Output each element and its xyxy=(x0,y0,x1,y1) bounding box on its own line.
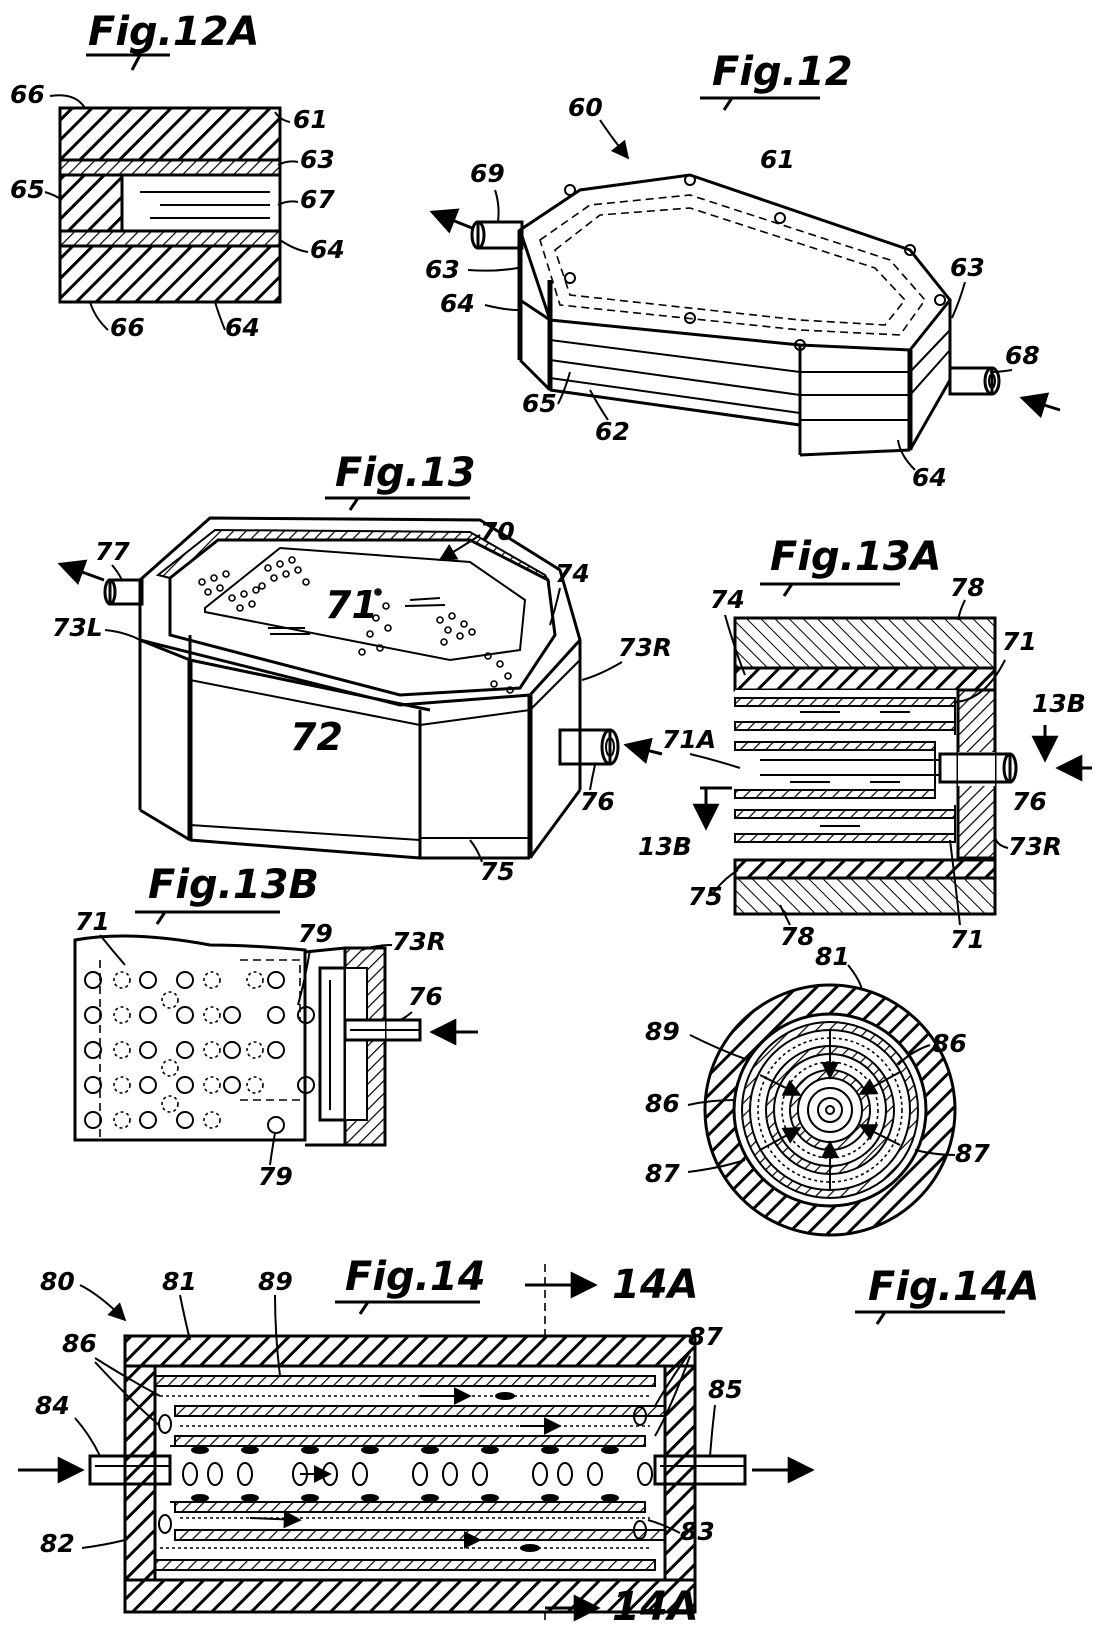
fig12: Fig.12 xyxy=(425,49,1061,492)
fig12-label-61: 61 xyxy=(760,145,795,174)
fig13-label-73L: 73L xyxy=(52,613,103,642)
fig13a-title: Fig.13A xyxy=(770,534,941,580)
fig14-label-14A-top: 14A xyxy=(612,1262,699,1308)
fig14-label-86: 86 xyxy=(62,1329,97,1358)
fig12-label-68: 68 xyxy=(1005,341,1040,370)
fig14-label-83: 83 xyxy=(680,1517,715,1546)
fig14-label-81: 81 xyxy=(162,1267,197,1296)
fig12-label-69: 69 xyxy=(470,159,505,188)
fig13b-label-73R: 73R xyxy=(392,927,446,956)
fig13b-label-79-top: 79 xyxy=(298,919,333,948)
fig13: Fig.13 xyxy=(52,450,672,886)
fig12-label-63-right: 63 xyxy=(950,253,985,282)
fig13a: Fig.13A 78 xyxy=(638,534,1092,954)
fig13a-label-71A: 71A xyxy=(662,725,716,754)
fig14a-title: Fig.14A xyxy=(868,1264,1039,1310)
fig13a-label-73R: 73R xyxy=(1008,832,1062,861)
fig14a-label-86-right: 86 xyxy=(932,1029,967,1058)
fig13a-label-71-top: 71 xyxy=(1002,627,1037,656)
fig13-label-71: 71 xyxy=(325,583,378,627)
fig14a-label-87-left: 87 xyxy=(645,1159,680,1188)
fig13-label-72: 72 xyxy=(290,715,343,759)
fig13a-label-74: 74 xyxy=(710,585,745,614)
fig13a-label-78-bottom: 78 xyxy=(780,922,815,951)
fig13-label-70: 70 xyxy=(480,517,515,546)
fig14-label-84: 84 xyxy=(35,1391,70,1420)
fig13-title: Fig.13 xyxy=(335,450,476,496)
fig12a-label-64-right: 64 xyxy=(310,235,345,264)
fig12a-label-61: 61 xyxy=(293,105,328,134)
fig12a-label-66-top: 66 xyxy=(10,80,45,109)
fig12a-label-64-bottom: 64 xyxy=(225,313,260,342)
fig14: Fig.14 xyxy=(18,1254,815,1625)
fig13b: Fig.13B 71 79 73R xyxy=(73,862,478,1191)
fig14-label-82: 82 xyxy=(40,1529,75,1558)
fig14-title: Fig.14 xyxy=(345,1254,486,1300)
fig13a-label-78-top: 78 xyxy=(950,573,985,602)
fig12a-label-65: 65 xyxy=(10,175,45,204)
fig12a-label-63: 63 xyxy=(300,145,335,174)
fig12a-label-66-bottom: 66 xyxy=(110,313,145,342)
fig12-label-60: 60 xyxy=(568,93,603,122)
fig14a-label-89: 89 xyxy=(645,1017,680,1046)
fig12a-title: Fig.12A xyxy=(88,9,259,55)
fig13b-label-76: 76 xyxy=(408,982,443,1011)
fig14-label-87: 87 xyxy=(688,1322,723,1351)
fig14a-label-87-right: 87 xyxy=(955,1139,990,1168)
fig14a: 81 89 86 86 87 87 Fig.14A xyxy=(645,942,1039,1325)
fig14a-label-81: 81 xyxy=(815,942,850,971)
fig13a-label-71-bottom: 71 xyxy=(950,925,985,954)
fig12a-label-67: 67 xyxy=(300,185,335,214)
fig13-label-74: 74 xyxy=(555,559,590,588)
fig13a-label-76: 76 xyxy=(1012,787,1047,816)
fig12-label-62: 62 xyxy=(595,417,630,446)
fig13a-label-13B-bottom: 13B xyxy=(638,832,692,861)
fig12-label-65: 65 xyxy=(522,389,557,418)
fig13b-label-71: 71 xyxy=(75,907,110,936)
fig12a: Fig.12A 66 61 63 65 67 64 66 64 xyxy=(10,9,345,342)
fig13-label-77: 77 xyxy=(95,537,130,566)
fig12-label-64-left: 64 xyxy=(440,289,475,318)
fig14-label-14A-bottom: 14A xyxy=(612,1584,699,1625)
fig13b-title: Fig.13B xyxy=(148,862,319,908)
fig12-label-64-bottom: 64 xyxy=(912,463,947,492)
fig14a-label-86-left: 86 xyxy=(645,1089,680,1118)
fig13-label-75: 75 xyxy=(480,857,515,886)
fig13-label-76: 76 xyxy=(580,787,615,816)
fig14-label-80: 80 xyxy=(40,1267,75,1296)
fig13-label-73R: 73R xyxy=(618,633,672,662)
fig13b-label-79-bottom: 79 xyxy=(258,1162,293,1191)
fig14-label-89: 89 xyxy=(258,1267,293,1296)
fig12-title: Fig.12 xyxy=(712,49,853,95)
fig12-label-63-left: 63 xyxy=(425,255,460,284)
fig14-label-85: 85 xyxy=(708,1375,743,1404)
fig13a-label-13B-top: 13B xyxy=(1032,689,1086,718)
